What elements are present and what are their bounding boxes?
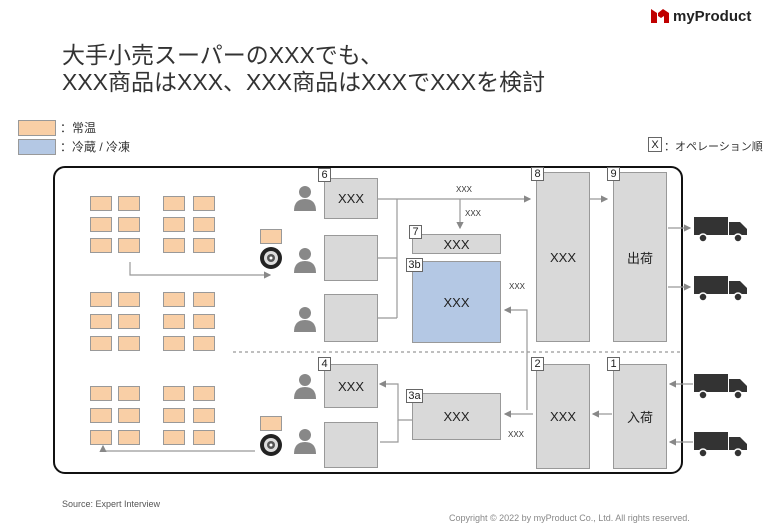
connector-2-3b: [503, 306, 528, 410]
shelf-ambient: [90, 217, 112, 232]
legend-swatch-cold: [18, 139, 56, 155]
shelf-ambient: [193, 430, 215, 445]
connector-3a-lower: [380, 420, 399, 443]
shelf-ambient: [90, 408, 112, 423]
shelf-ambient: [118, 386, 140, 401]
person-icon: [294, 248, 316, 273]
step-4-number: 4: [318, 357, 331, 371]
truck-icon: [694, 217, 747, 243]
step-1-number: 1: [607, 357, 620, 371]
shelf-ambient: [163, 336, 185, 351]
shelf-ambient: [193, 217, 215, 232]
step-1-receiving-box: 入荷: [613, 364, 667, 469]
shelf-ambient: [118, 314, 140, 329]
shelf-ambient: [163, 292, 185, 307]
step-3b-cold-box: XXX: [412, 261, 501, 343]
legend-label-cold-text: 冷蔵 / 冷凍: [72, 140, 131, 154]
shelf-ambient: [90, 314, 112, 329]
flow-label: XXX: [456, 185, 473, 194]
shelf-ambient: [90, 238, 112, 253]
shelf-ambient: [193, 336, 215, 351]
person-icon: [294, 374, 316, 399]
connector-robot-top: [129, 262, 272, 279]
legend-operation-label: ：オペレーション順: [664, 141, 763, 153]
page-title: 大手小売スーパーのXXXでも、 XXX商品はXXX、XXX商品はXXXでXXXを…: [62, 42, 545, 96]
shelf-ambient: [193, 386, 215, 401]
shelf-ambient: [90, 292, 112, 307]
flow-label: XXX: [465, 209, 482, 218]
shelf-ambient: [163, 386, 185, 401]
workstation-box: [324, 422, 378, 468]
shelf-ambient: [90, 430, 112, 445]
shelf-ambient: [193, 292, 215, 307]
shelf-ambient: [193, 196, 215, 211]
robot-carried-shelf: [260, 229, 282, 244]
step-3b-number: 3b: [406, 258, 423, 272]
robot-icon: [260, 434, 282, 456]
title-line-1: 大手小売スーパーのXXXでも、: [62, 42, 384, 68]
step-9-shipping-box: 出荷: [613, 172, 667, 342]
step-4-box: XXX: [324, 364, 378, 408]
robot-icon: [260, 247, 282, 269]
shelf-ambient: [118, 196, 140, 211]
step-7-number: 7: [409, 225, 422, 239]
shelf-ambient: [163, 217, 185, 232]
warehouse-frame: [53, 166, 683, 474]
shelf-ambient: [90, 386, 112, 401]
brand-logo: myProduct: [651, 6, 763, 26]
legend-label-cold: ：冷蔵 / 冷凍: [60, 140, 131, 154]
step-8-number: 8: [531, 167, 544, 181]
step-6-box: XXX: [324, 178, 378, 219]
brand-mark-icon: [651, 9, 669, 23]
step-9-number: 9: [607, 167, 620, 181]
truck-icon: [694, 432, 747, 458]
flow-label: XXX: [509, 282, 526, 291]
shelf-ambient: [90, 336, 112, 351]
legend-operation-marker: X: [648, 137, 662, 152]
step-7-box: XXX: [412, 234, 501, 254]
step-2-box: XXX: [536, 364, 590, 469]
shelf-ambient: [193, 238, 215, 253]
connector-robot-bottom: [99, 444, 255, 452]
step-2-number: 2: [531, 357, 544, 371]
step-8-box: XXX: [536, 172, 590, 342]
shelf-ambient: [118, 430, 140, 445]
legend-label-ambient: ：常温: [60, 121, 97, 135]
shelf-ambient: [118, 217, 140, 232]
shelf-ambient: [193, 408, 215, 423]
title-line-2: XXX商品はXXX、XXX商品はXXXでXXXを検討: [62, 69, 546, 95]
workstation-box: [324, 235, 378, 281]
shelf-ambient: [118, 238, 140, 253]
shelf-ambient: [90, 196, 112, 211]
truck-icon: [694, 374, 747, 400]
robot-top: [258, 229, 284, 274]
workstation-box: [324, 294, 378, 342]
truck-icon: [694, 276, 747, 302]
person-icon: [294, 429, 316, 454]
flow-label: XXX: [508, 430, 525, 439]
step-3a-box: XXX: [412, 393, 501, 440]
source-note: Source: Expert Interview: [62, 499, 161, 509]
shelf-ambient: [163, 314, 185, 329]
shelf-ambient: [163, 238, 185, 253]
brand-name: myProduct: [673, 7, 752, 25]
shelf-ambient: [193, 314, 215, 329]
shelf-ambient: [163, 196, 185, 211]
shelf-ambient: [118, 408, 140, 423]
robot-bottom: [258, 416, 284, 461]
step-6-number: 6: [318, 168, 331, 182]
shelf-ambient: [118, 292, 140, 307]
robot-carried-shelf: [260, 416, 282, 431]
shelf-ambient: [163, 430, 185, 445]
shelf-ambient: [163, 408, 185, 423]
shelf-ambient: [118, 336, 140, 351]
person-icon: [294, 186, 316, 211]
connector-3a-4: [378, 380, 412, 421]
person-icon: [294, 307, 316, 332]
step-3a-number: 3a: [406, 389, 423, 403]
legend-swatch-ambient: [18, 120, 56, 136]
copyright-note: Copyright © 2022 by myProduct Co., Ltd. …: [449, 513, 690, 523]
